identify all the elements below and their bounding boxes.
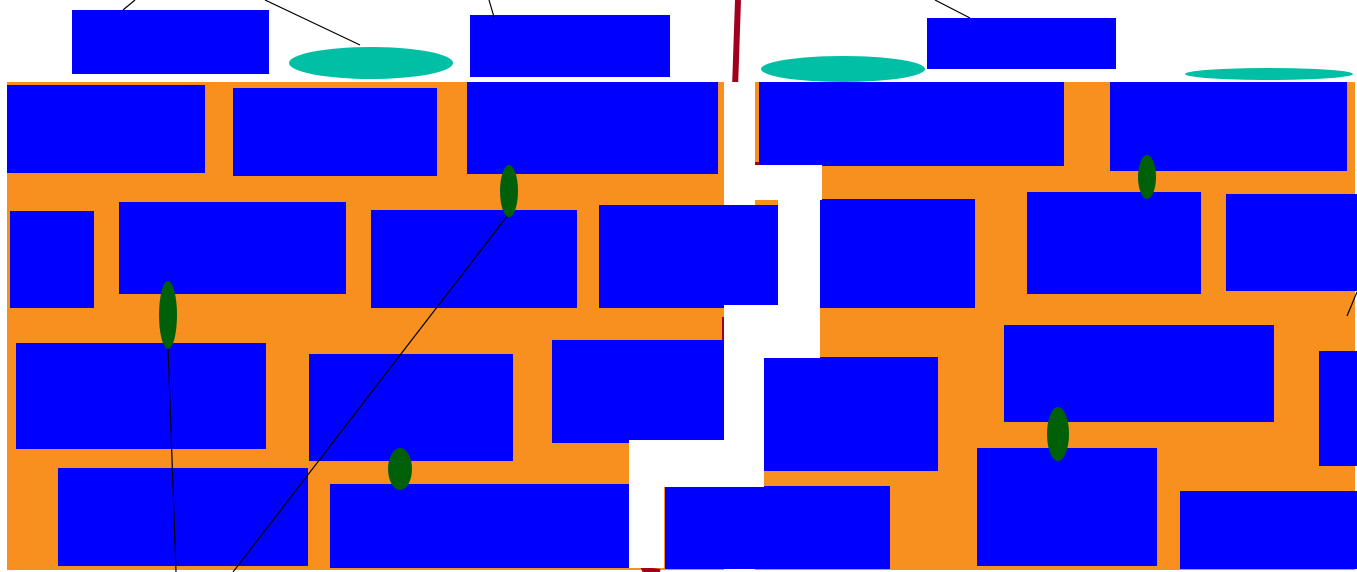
top-block-1 (72, 10, 269, 74)
brick (16, 343, 266, 449)
leader-line (935, 0, 970, 18)
brick (233, 88, 437, 176)
dot (1138, 155, 1156, 199)
lens-3 (1185, 68, 1353, 80)
brick (10, 211, 94, 308)
brick (119, 202, 346, 294)
brick (1319, 351, 1357, 466)
brick (1004, 325, 1274, 422)
brick (977, 448, 1157, 566)
brick (330, 484, 629, 568)
brick (1180, 491, 1357, 569)
brick (759, 82, 1064, 166)
leader-line (265, 0, 360, 45)
leader-line (489, 0, 494, 17)
brick (599, 205, 778, 308)
brick (552, 340, 725, 443)
lens-2 (761, 56, 925, 82)
brick (7, 85, 205, 173)
top-block-3 (927, 18, 1116, 69)
top-block-2 (470, 15, 670, 77)
brick (665, 486, 890, 569)
brick (764, 357, 938, 471)
dot (500, 165, 518, 217)
dot (1047, 407, 1069, 461)
leader-line (123, 0, 135, 10)
brick (820, 199, 975, 308)
dot (388, 448, 412, 490)
brick (1226, 194, 1357, 291)
lens-1 (289, 47, 453, 79)
dot (159, 281, 177, 349)
brick (467, 82, 718, 174)
brick (1027, 192, 1201, 294)
brick (309, 354, 513, 461)
brick (58, 468, 308, 566)
